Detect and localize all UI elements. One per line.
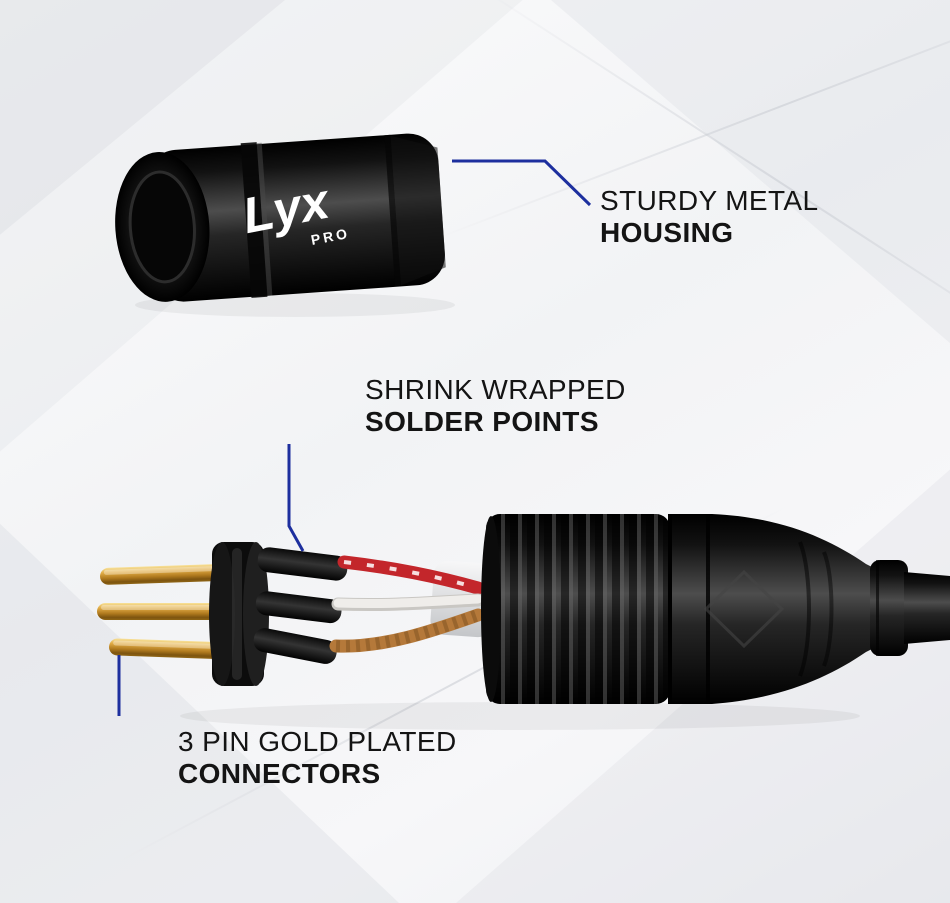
xlr-housing-illustration: Lyx PRO [115,133,446,302]
gold-pin [97,603,219,620]
diamond-emboss [703,569,785,649]
assembly-shadow [180,702,860,730]
connectors-label-line2: CONNECTORS [178,758,381,789]
housing-label-line2: HOUSING [600,217,734,248]
housing-opening-rim [128,170,196,284]
disc-left-edge [209,542,235,686]
gold-pin [100,564,220,585]
cable-boot [870,560,908,656]
shrink-wrap-tubes [253,547,348,664]
housing-ridge [240,142,268,298]
disc-highlight [232,548,242,680]
shell-taper-body [712,514,872,704]
collar-groove [668,514,672,704]
solder-points-label-line1: SHRINK WRAPPED [365,374,626,405]
connector-shell-illustration [481,514,950,704]
connectors-label-line1: 3 PIN GOLD PLATED [178,726,457,757]
housing-ridge-highlight [256,142,273,296]
solder-points-label-line2: SOLDER POINTS [365,406,599,437]
shrink-tube [253,628,337,664]
cable [904,572,950,644]
gold-pin-highlight [103,566,216,575]
housing-body [147,133,445,302]
callout-line-solder-points [287,444,305,552]
housing-opening [130,172,195,282]
wires-illustration [329,555,485,653]
taper-groove [798,541,811,677]
white-wire [333,594,483,609]
gold-pin [109,638,221,659]
housing-groove [384,134,401,286]
logo-text-sub: PRO [310,225,352,248]
solder-points-label: SHRINK WRAPPED SOLDER POINTS [365,374,626,438]
housing-end-taper [390,135,446,286]
shell-left-edge [481,516,501,702]
callout-lines [117,159,592,716]
copper-braid-wire [329,608,485,653]
gold-pin-highlight [113,640,218,649]
housing-label-line1: STURDY METAL [600,185,819,216]
housing-label: STURDY METAL HOUSING [600,185,818,249]
red-wire-stripe [343,560,479,590]
taper-groove [822,551,834,667]
connectors-label: 3 PIN GOLD PLATED CONNECTORS [178,726,457,790]
shrink-tube [257,547,348,581]
gold-pins-illustration [97,564,221,659]
shrink-tube [255,591,342,624]
thread-ridges [486,514,670,704]
boot-groove [876,560,879,656]
gold-pin-highlight [101,605,215,610]
callout-line-housing [452,159,592,207]
